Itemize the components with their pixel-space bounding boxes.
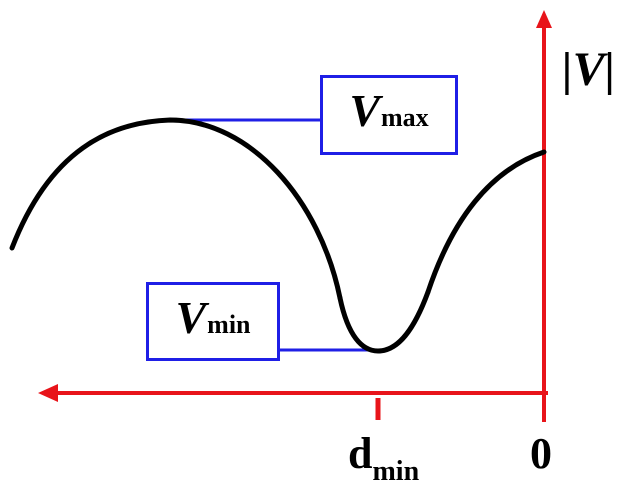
voltage-rising-segment — [425, 149, 547, 295]
voltage-minimum-dip — [337, 289, 431, 354]
dmin-subscript: min — [372, 456, 420, 487]
dmin-label: dmin — [348, 428, 419, 487]
horizontal-axis-arrowhead — [38, 384, 58, 402]
vmin-letter: V — [175, 292, 207, 343]
vertical-axis-arrowhead — [536, 10, 552, 28]
vmax-letter: V — [349, 85, 380, 136]
voltage-magnitude-curve — [9, 117, 343, 301]
vmax-subscript: max — [381, 103, 429, 132]
origin-label: 0 — [530, 429, 552, 478]
dmin-letter: d — [348, 429, 373, 478]
vmin-subscript: min — [207, 310, 251, 339]
vertical-axis-label: |V| — [562, 43, 616, 96]
